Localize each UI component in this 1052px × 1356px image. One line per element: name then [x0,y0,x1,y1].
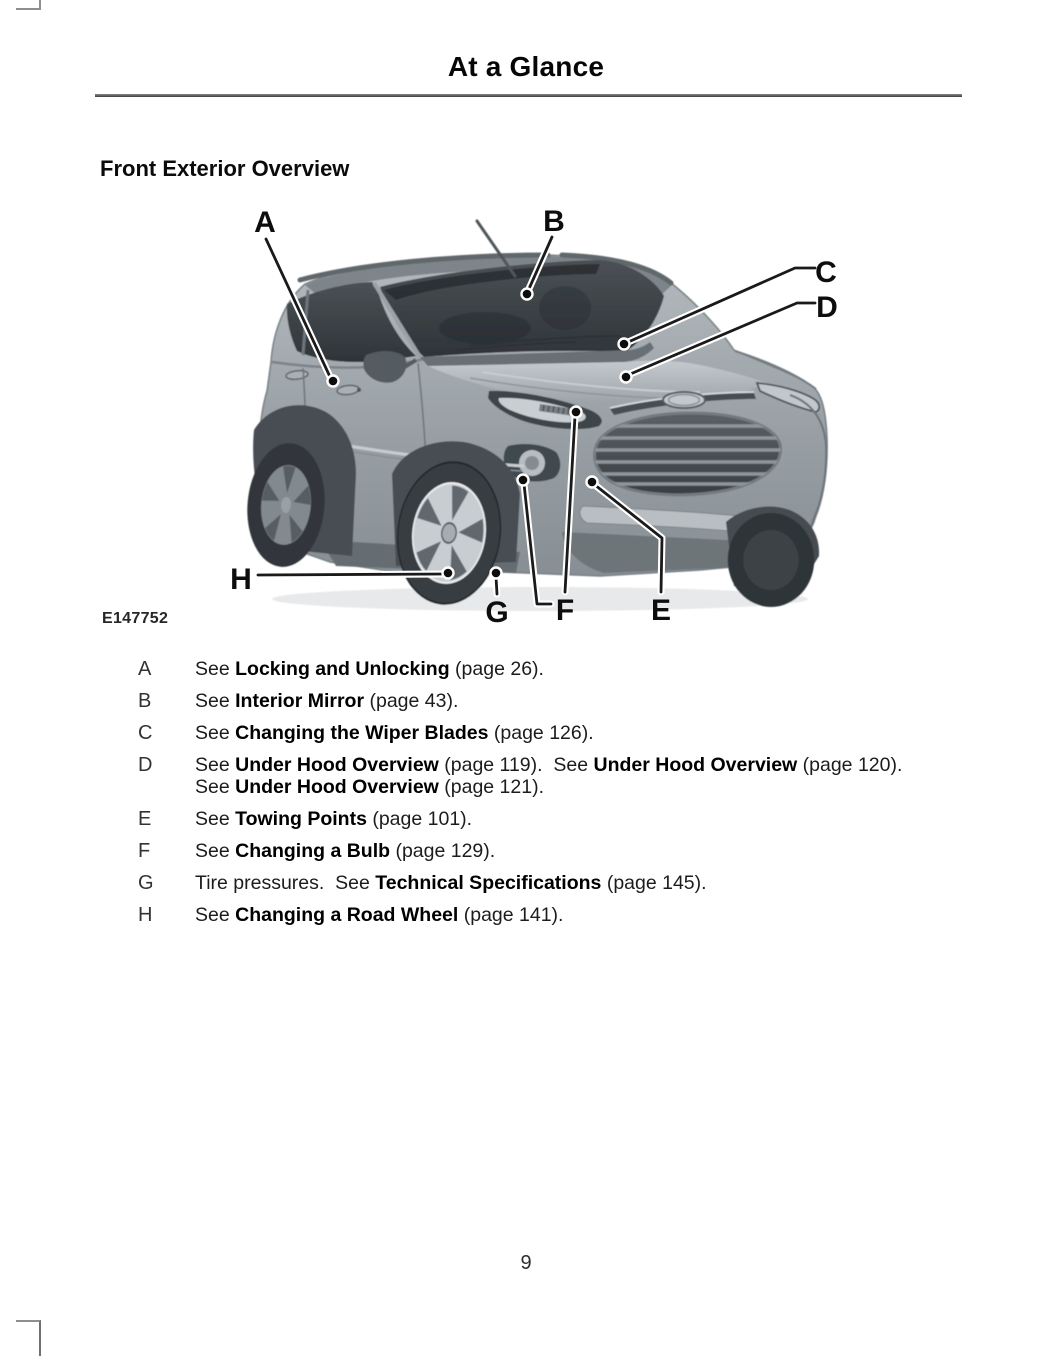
callout-dot-a [326,374,340,388]
callout-line-a [264,237,333,381]
legend-key: E [138,808,152,830]
callout-label-a: A [254,206,276,239]
upper-grille [610,393,756,415]
legend-row-d: D See Under Hood Overview (page 119). Se… [138,754,950,798]
legend-description: See Changing a Bulb (page 129). [195,840,496,862]
callout-label-e: E [651,594,671,627]
ground-shadow [272,587,808,611]
callout-line-f-headlight [563,414,577,594]
callout-label-d: D [816,291,838,324]
legend-description: See Locking and Unlocking (page 26). [195,658,544,680]
callout-label-g: G [485,596,508,629]
wiper-lines [454,335,623,351]
callout-dot-e [585,475,599,489]
callout-dot-b [520,287,534,301]
door-handle-front [336,384,362,396]
legend-description: See Changing the Wiper Blades (page 126)… [195,722,594,744]
legend-row-c: C See Changing the Wiper Blades (page 12… [138,722,950,744]
legend-description: See Interior Mirror (page 43). [195,690,459,712]
dashboard-hint [439,312,531,344]
vehicle-figure: A B C D E F G H [230,205,838,629]
legend-key: B [138,690,152,712]
callout-dot-c [617,337,631,351]
fog-lamp-inner [525,456,539,470]
right-front-wheel [727,513,815,607]
legend-key: F [138,840,151,862]
callout-line-g [494,575,499,596]
page-number: 9 [520,1252,532,1274]
legend-description: See Changing a Road Wheel (page 141). [195,904,564,926]
callout-dots [326,287,633,580]
figure-id-label: E147752 [102,610,169,627]
far-fender-edge [734,350,817,390]
header-rule [95,94,962,97]
far-headlight [755,381,821,413]
legend-key: H [138,904,153,926]
windshield-tint-band [384,264,600,300]
bumper-lower [562,532,770,573]
callout-label-b: B [543,205,565,238]
legend: A See Locking and Unlocking (page 26). B… [138,658,950,936]
callout-label-f: F [556,594,574,627]
legend-row-h: H See Changing a Road Wheel (page 141). [138,904,950,926]
legend-row-e: E See Towing Points (page 101). [138,808,950,830]
door-handle-rear [285,369,309,381]
legend-row-f: F See Changing a Bulb (page 129). [138,840,950,862]
legend-key: A [138,658,152,680]
callout-line-f-foglamp [522,482,553,606]
roof-antenna [475,219,517,278]
crop-mark-top-left [16,0,41,10]
callout-dot-d [619,370,633,384]
callout-label-c: C [815,256,837,289]
legend-row-g: G Tire pressures. See Technical Specific… [138,872,950,894]
callout-dot-g [489,566,503,580]
callout-line-d [626,301,817,377]
legend-key: G [138,872,154,894]
mirror-stalk [401,358,418,370]
callout-line-b [526,235,554,293]
seat-hint [539,286,591,330]
chapter-title: At a Glance [447,51,605,82]
cowl-panel [420,342,654,366]
callout-line-c [624,266,817,345]
callout-line-h [256,572,446,577]
callout-label-h: H [230,563,252,596]
headlight-led-ticks [542,404,570,415]
legend-row-a: A See Locking and Unlocking (page 26). [138,658,950,680]
legend-key: C [138,722,153,744]
callout-lines [254,233,819,608]
section-title: Front Exterior Overview [100,156,350,181]
headlight-led-bar [539,404,574,416]
legend-description: See Under Hood Overview (page 119). See … [195,754,914,798]
grille-slats [594,424,781,486]
vehicle-illustration [247,219,828,611]
legend-key: D [138,754,153,776]
callout-line-e [593,483,664,594]
brand-emblem-inner-ring [667,393,701,407]
belt-line [271,357,425,369]
side-mirror [363,351,407,383]
front-wheel [396,461,502,605]
side-window-glass [286,282,416,363]
callout-dot-f-foglamp [516,473,530,487]
rear-wheel [247,443,325,567]
legend-description: Tire pressures. See Technical Specificat… [195,872,707,894]
legend-description: See Towing Points (page 101). [195,808,473,830]
crop-mark-bottom-left [16,1320,41,1356]
roof-rails [297,252,674,286]
callout-dot-f-headlight [569,405,583,419]
legend-row-b: B See Interior Mirror (page 43). [138,690,950,712]
callout-dot-h [441,566,455,580]
a-pillar [372,281,422,359]
